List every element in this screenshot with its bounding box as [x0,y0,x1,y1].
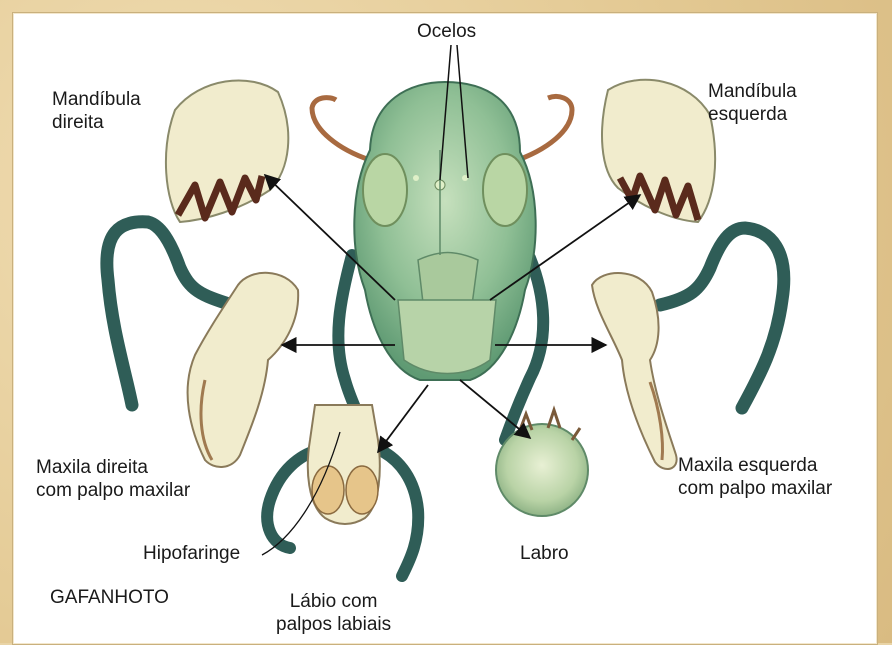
label-gafanhoto: GAFANHOTO [50,586,169,609]
label-mandibula-direita: Mandíbula direita [52,88,141,134]
label-ocelos: Ocelos [417,20,476,43]
label-mandibula-esquerda: Mandíbula esquerda [708,80,797,126]
arrow-to-labium [378,385,428,452]
labial-palp-right [380,450,418,576]
label-hipofaringe: Hipofaringe [143,542,240,565]
right-mandible [166,80,288,222]
label-maxila-esquerda: Maxila esquerda com palpo maxilar [678,454,832,500]
left-antenna [312,98,370,160]
left-mandible [602,80,715,222]
label-labio: Lábio com palpos labiais [276,590,391,636]
right-maxilla [188,273,299,467]
label-labro: Labro [520,542,569,565]
label-maxila-direita: Maxila direita com palpo maxilar [36,456,190,502]
left-maxillary-palp [660,228,784,408]
labium [308,405,380,524]
